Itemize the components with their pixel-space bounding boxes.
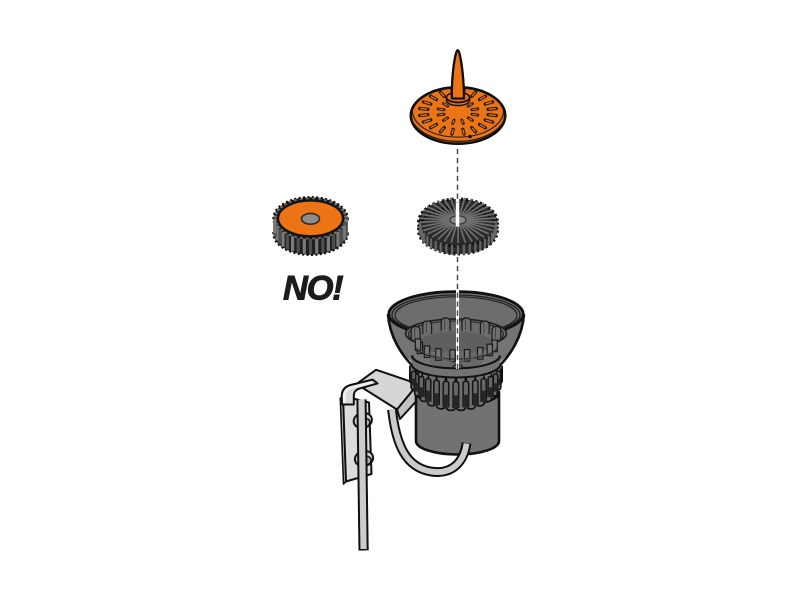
svg-text:NO!: NO! xyxy=(283,270,343,308)
